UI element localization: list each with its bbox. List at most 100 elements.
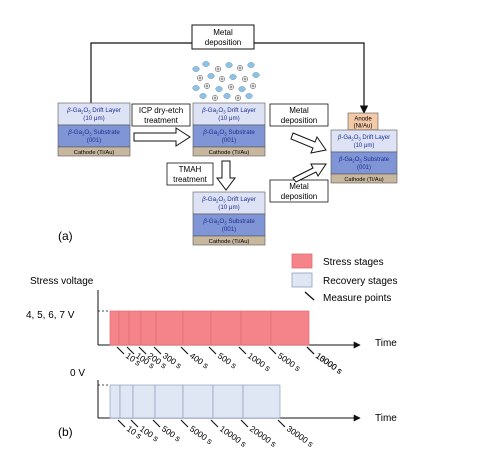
- plasma-ion: [215, 66, 221, 72]
- stress-time-label: 1000 s: [246, 350, 273, 373]
- stress-measure-point: [138, 346, 147, 355]
- stack-final-device: Anode (Ni/Au) β-Ga2O3 Drift Layer (10 μm…: [330, 112, 398, 184]
- stack2-drift-thickness: (10 μm): [218, 115, 239, 122]
- recovery-measure-point: [152, 419, 161, 428]
- plasma-ion: [247, 62, 255, 68]
- stack2-drift-label: β-Ga2O3 Drift Layer: [201, 107, 256, 115]
- stack-after-icp: β-Ga2O3 Drift Layer (10 μm) β-Ga2O3 Subs…: [192, 102, 266, 157]
- stack4-drift-thickness: (10 μm): [354, 143, 375, 149]
- recovery-time-label: 30000 s: [285, 423, 316, 449]
- legend-stress-label: Stress stages: [323, 257, 384, 268]
- stack4-anode-title: Anode: [354, 117, 372, 123]
- recovery-stage-bar: [132, 384, 156, 419]
- recovery-time-label: 500 s: [160, 423, 183, 443]
- stress-time-axis-label: Time: [375, 338, 397, 349]
- stack4-cathode: [330, 173, 398, 184]
- stress-measure-point: [180, 346, 189, 355]
- top-step-line2: deposition: [205, 38, 241, 47]
- plasma-ion: [225, 62, 233, 68]
- plasma-ion: [212, 95, 218, 101]
- tmah-arrow: [216, 160, 236, 191]
- plasma-ion: [223, 93, 231, 99]
- recovery-time-label: 100 s: [138, 423, 161, 443]
- tmah-line1: TMAH: [179, 165, 202, 174]
- stress-stage-bar: [155, 310, 184, 346]
- stress-stage-bar: [270, 310, 310, 346]
- metal-upper-line2: deposition: [281, 116, 317, 125]
- recovery-measure-point: [277, 419, 286, 428]
- stack4-substrate-label: β-Ga2O3 Substrate: [338, 157, 390, 164]
- stress-stage-bar: [210, 310, 242, 346]
- stack4-drift-label: β-Ga2O3 Drift Layer: [337, 135, 390, 142]
- y-axis-title: Stress voltage: [30, 276, 94, 287]
- recovery-measure-point: [240, 419, 249, 428]
- metal-upper-line1: Metal: [289, 106, 309, 115]
- plasma-ion: [237, 65, 243, 71]
- legend-measure-marker: [304, 291, 315, 301]
- tmah-step-box: [166, 162, 214, 186]
- metal-lower-line2: deposition: [281, 192, 317, 201]
- stress-stage-bar: [128, 310, 142, 346]
- plasma-ion: [252, 72, 260, 78]
- stress-measure-point: [208, 346, 217, 355]
- legend-measure-label: Measure points: [323, 293, 391, 304]
- legend-stress-swatch: [291, 253, 313, 269]
- recovery-time-label: 20000 s: [248, 423, 279, 449]
- recovery-stage-bar: [154, 384, 184, 419]
- recovery-stage-bar: [212, 384, 244, 419]
- plasma-ion: [199, 93, 207, 99]
- recovery-time-label: 5000 s: [188, 423, 215, 446]
- stack2-substrate-orientation: (001): [222, 137, 236, 144]
- stack4-cathode-label: Cathode (Ti/Au): [344, 177, 383, 183]
- plasma-ion: [192, 85, 200, 91]
- y-level-high: 4, 5, 6, 7 V: [26, 310, 75, 321]
- stress-measure-point: [268, 346, 277, 355]
- plasma-ion: [204, 83, 210, 89]
- stack2-cathode-label: Cathode (Ti/Au): [209, 150, 250, 156]
- stack2-substrate-label: β-Ga2O3 Substrate: [202, 129, 255, 137]
- plasma-ion: [238, 86, 246, 92]
- stack1-substrate-orientation: (001): [87, 137, 101, 144]
- recovery-stage-bar: [119, 384, 134, 419]
- plasma-ion: [215, 86, 223, 92]
- stack1-cathode-label: Cathode (Ti/Au): [74, 150, 115, 156]
- icp-step-box: [131, 103, 191, 127]
- stack3-cathode-label: Cathode (Ti/Au): [209, 239, 250, 245]
- plasma-ion: [207, 73, 215, 79]
- top-connector-arrow: [254, 42, 369, 114]
- stack4-anode-metal: (Ni/Au): [354, 124, 373, 130]
- recovery-measure-point: [180, 419, 189, 428]
- stress-time-label: 400 s: [188, 350, 211, 370]
- metal-upper-step-box: [269, 103, 329, 127]
- plasma-ion: [250, 83, 256, 89]
- metal-upper-arrow: [290, 132, 327, 154]
- recovery-stage-bar: [182, 384, 214, 419]
- plasma-ion: [202, 61, 210, 67]
- stress-measure-point: [126, 346, 135, 355]
- stress-stage-bar: [109, 310, 120, 346]
- icp-line1: ICP dry-etch: [139, 106, 183, 115]
- stress-stage-bar: [118, 310, 130, 346]
- stack1-substrate-label: β-Ga2O3 Substrate: [67, 129, 120, 137]
- panel-b: Stress stages Recovery stages Measure po…: [26, 253, 397, 449]
- stress-time-label: 15000 s: [314, 350, 345, 376]
- top-metal-deposition-box: [191, 24, 255, 50]
- stress-time-label: 5000 s: [276, 350, 303, 373]
- stack3-substrate-orientation: (001): [222, 226, 236, 233]
- recovery-stage-bar: [109, 384, 121, 419]
- icp-line2: treatment: [144, 116, 179, 125]
- icp-arrow: [133, 127, 191, 147]
- plasma-ions: [192, 61, 260, 101]
- stress-measure-point: [306, 346, 315, 355]
- top-connector-line: [90, 42, 192, 103]
- panel-a-label: (a): [58, 229, 73, 243]
- plasma-ion: [229, 74, 237, 80]
- legend-recovery-swatch: [291, 272, 313, 288]
- recovery-time-label: 10000 s: [218, 423, 249, 449]
- stack1-drift-thickness: (10 μm): [83, 115, 104, 122]
- plasma-ion: [228, 84, 234, 90]
